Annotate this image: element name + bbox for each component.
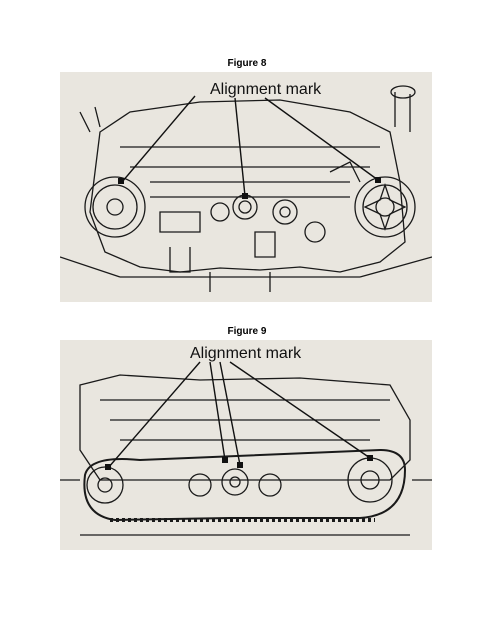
figure-8-image: Alignment mark [60, 72, 432, 302]
figure-8-alignment-mark-label: Alignment mark [210, 81, 322, 98]
figure-8-caption: Figure 8 [227, 58, 267, 69]
figure-9-alignment-mark-label: Alignment mark [190, 345, 302, 362]
engine-front-diagram: Alignment mark [60, 81, 432, 292]
engine-timing-belt-diagram: Alignment mark [60, 345, 432, 536]
figure-9-caption: Figure 9 [227, 326, 267, 337]
figure-9-image: Alignment mark [60, 340, 432, 550]
